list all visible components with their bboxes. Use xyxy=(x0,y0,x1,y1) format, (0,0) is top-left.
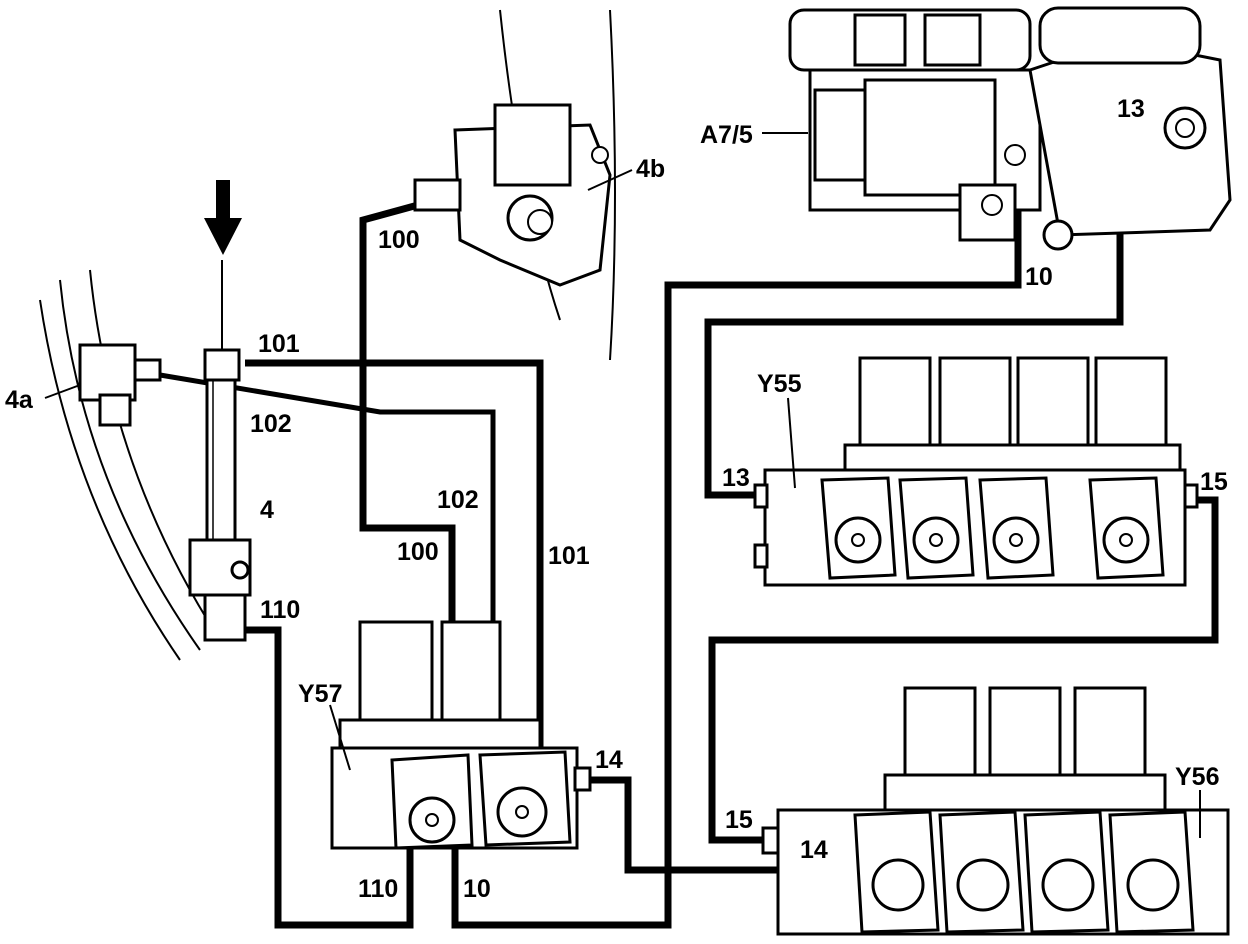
component-a7-5 xyxy=(762,6,1232,251)
hose-101 xyxy=(245,359,544,800)
hose-15 xyxy=(708,496,1219,844)
label-13-top: 13 xyxy=(1117,95,1145,123)
label-101-mid: 101 xyxy=(548,542,590,570)
label-y55: Y55 xyxy=(757,370,802,398)
label-110-bottom: 110 xyxy=(358,875,398,903)
label-14-y57: 14 xyxy=(595,746,623,774)
label-100-mid: 100 xyxy=(397,538,439,566)
component-y55 xyxy=(753,356,1199,587)
hose-10 xyxy=(451,180,1022,929)
label-y57: Y57 xyxy=(298,680,342,708)
label-10-bottom: 10 xyxy=(463,875,491,903)
hose-lines xyxy=(159,124,1219,929)
hose-14 xyxy=(590,776,870,874)
component-y57 xyxy=(329,620,592,850)
label-100-top: 100 xyxy=(378,226,420,254)
label-15-y56: 15 xyxy=(725,806,753,834)
hose-100 xyxy=(359,201,456,800)
label-10-top: 10 xyxy=(1025,263,1053,291)
down-arrow-icon xyxy=(204,180,242,255)
label-a7-5: A7/5 xyxy=(700,121,753,149)
label-4: 4 xyxy=(260,496,274,524)
component-4a xyxy=(44,343,162,427)
label-4a: 4a xyxy=(5,386,34,414)
label-4b: 4b xyxy=(636,155,665,183)
body-panel-left xyxy=(39,269,221,661)
hose-110 xyxy=(245,626,414,929)
component-4 xyxy=(188,260,252,642)
label-14-y56: 14 xyxy=(800,836,828,864)
labels: A7/5 4 4a 4b Y55 Y56 Y57 100 100 101 101… xyxy=(5,95,1228,903)
hose-102 xyxy=(159,372,496,800)
component-4b xyxy=(413,103,633,287)
label-102-top: 102 xyxy=(250,410,292,438)
label-102-mid: 102 xyxy=(437,486,479,514)
component-y56 xyxy=(761,686,1230,936)
label-13-y55: 13 xyxy=(722,464,750,492)
label-110-top: 110 xyxy=(260,596,300,624)
label-101-top: 101 xyxy=(258,330,300,358)
label-15-y55: 15 xyxy=(1200,468,1228,496)
label-y56: Y56 xyxy=(1175,763,1219,791)
